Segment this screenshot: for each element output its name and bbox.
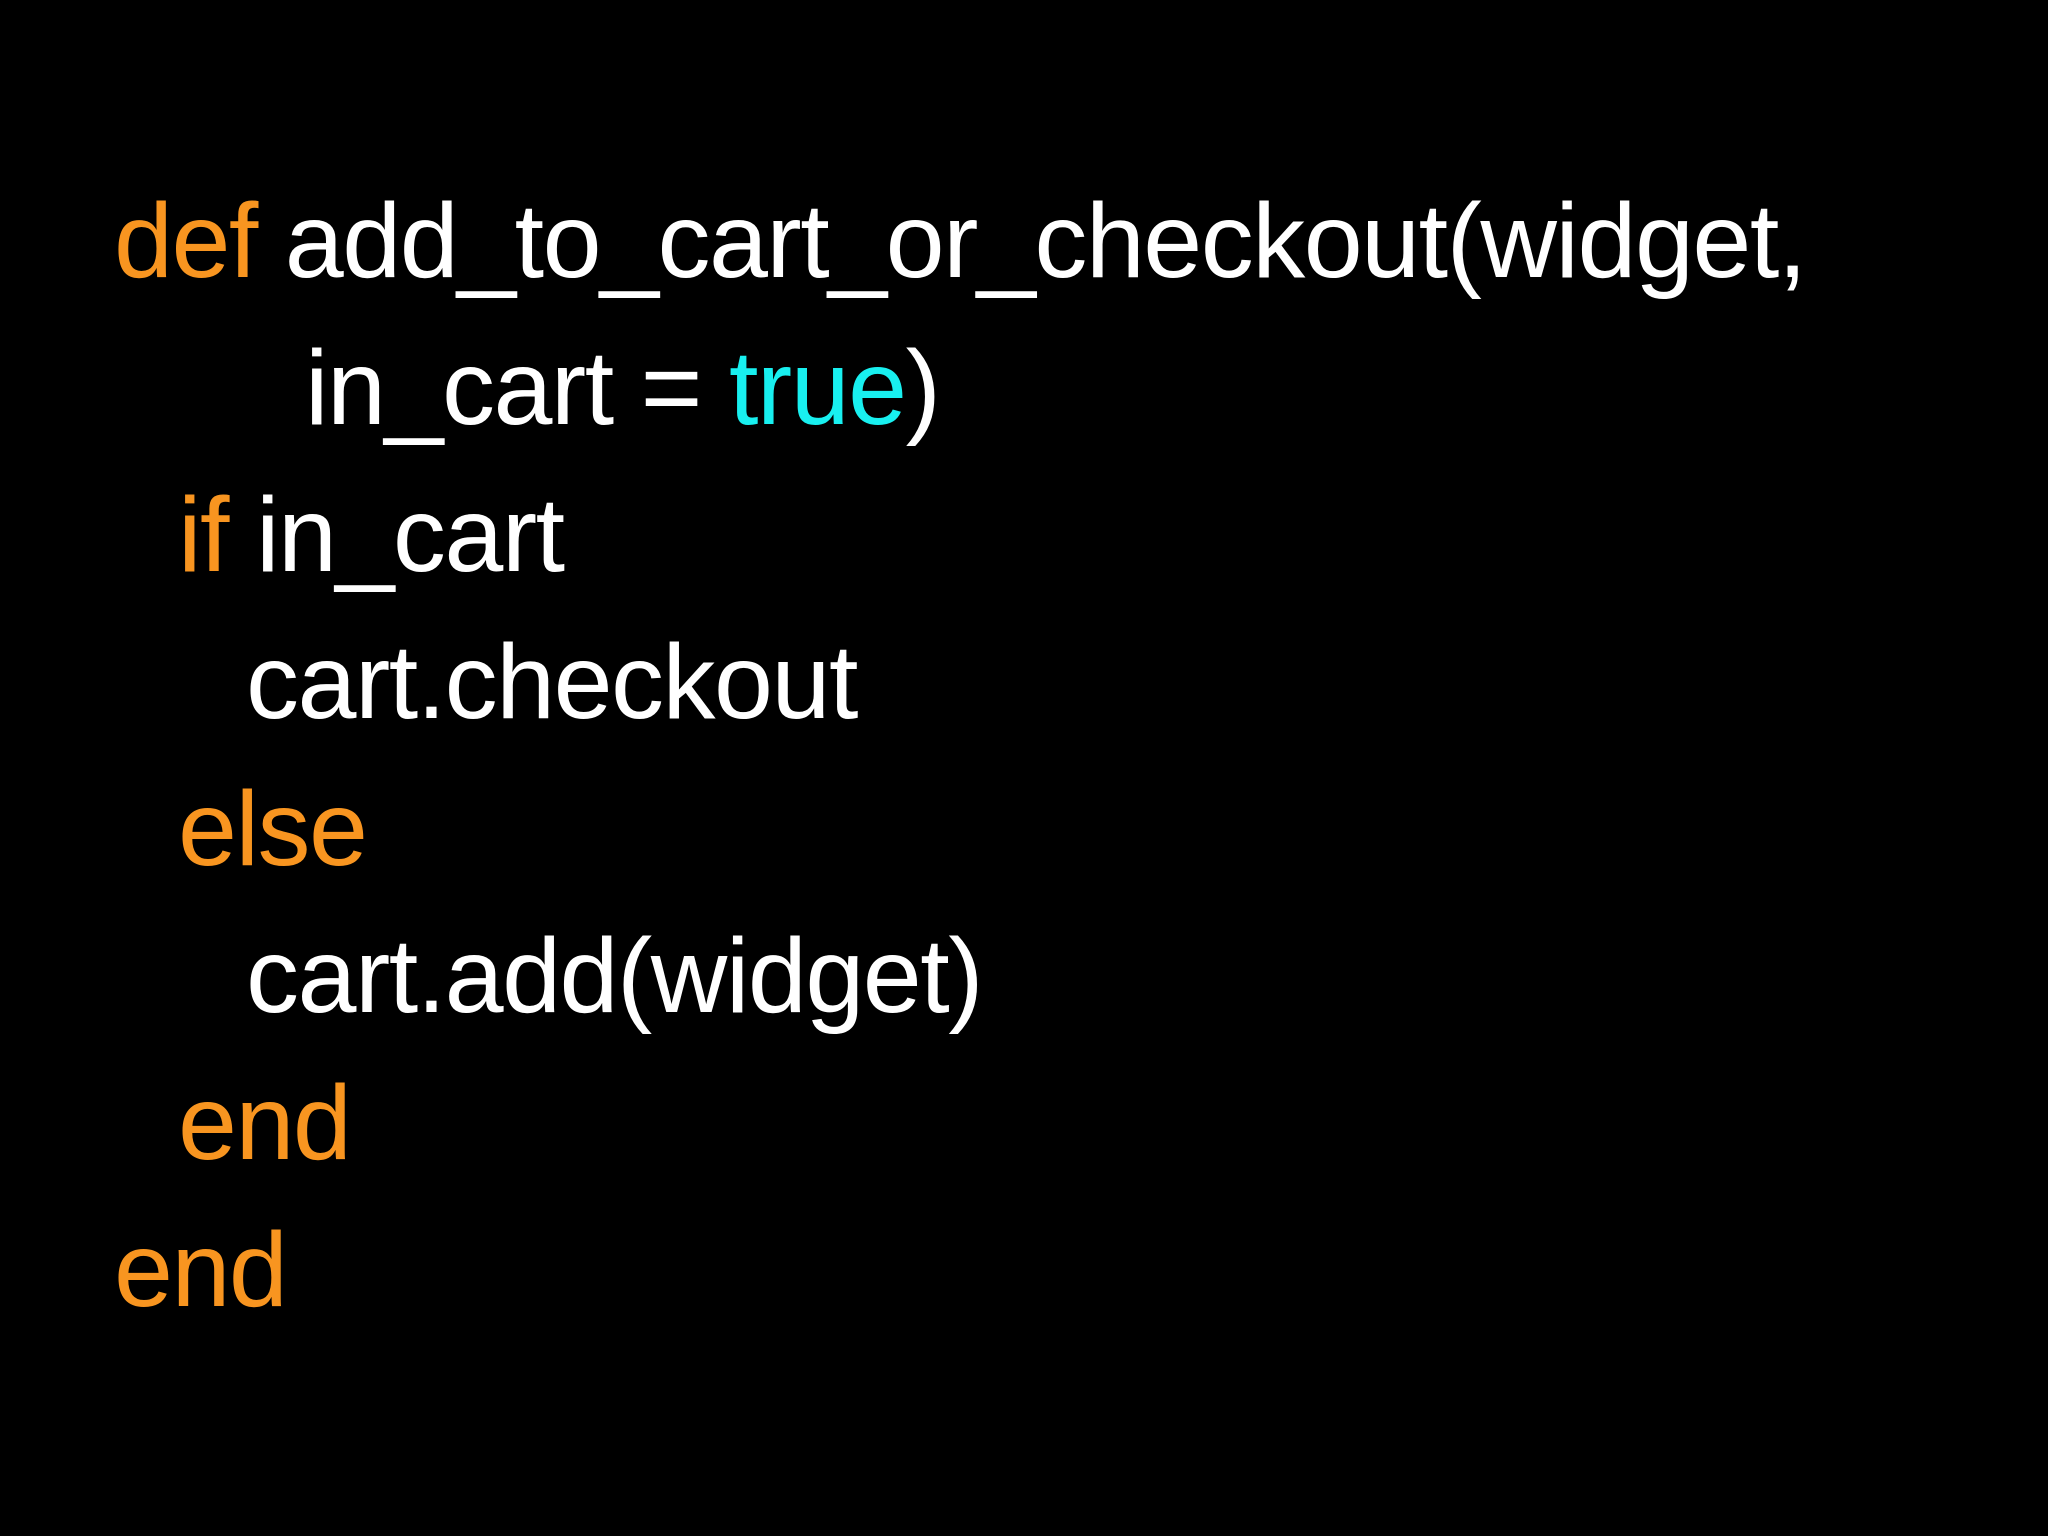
code-block: def add_to_cart_or_checkout(widget,in_ca… bbox=[0, 168, 2048, 1344]
code-line: def add_to_cart_or_checkout(widget, bbox=[0, 168, 2048, 315]
code-token-keyword: def bbox=[114, 182, 258, 300]
code-token-plain: ) bbox=[905, 329, 941, 447]
code-token-keyword: else bbox=[178, 770, 368, 888]
code-token-keyword: if bbox=[178, 476, 230, 594]
code-line: if in_cart bbox=[0, 462, 2048, 609]
code-token-plain: in_cart = bbox=[305, 329, 729, 447]
code-token-keyword: end bbox=[114, 1211, 288, 1329]
code-token-keyword: end bbox=[178, 1064, 352, 1182]
code-token-literal: true bbox=[728, 329, 907, 447]
code-line: else bbox=[0, 756, 2048, 903]
code-line: cart.add(widget) bbox=[0, 903, 2048, 1050]
code-token-plain: add_to_cart_or_checkout(widget, bbox=[256, 182, 1807, 300]
code-token-plain: cart.checkout bbox=[246, 623, 858, 741]
code-line: in_cart = true) bbox=[0, 315, 2048, 462]
code-token-plain: cart.add(widget) bbox=[246, 917, 984, 1035]
code-token-plain: in_cart bbox=[228, 476, 565, 594]
code-line: end bbox=[0, 1050, 2048, 1197]
code-line: end bbox=[0, 1197, 2048, 1344]
code-line: cart.checkout bbox=[0, 609, 2048, 756]
